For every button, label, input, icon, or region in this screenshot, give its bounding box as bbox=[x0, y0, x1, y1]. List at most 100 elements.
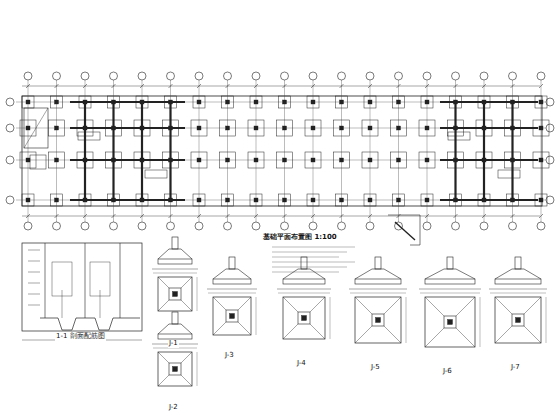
drawing-stroke bbox=[90, 262, 110, 296]
drawing-stroke bbox=[277, 120, 293, 136]
drawing-stroke bbox=[340, 84, 344, 88]
drawing-stroke bbox=[112, 198, 116, 202]
drawing-stroke bbox=[397, 214, 401, 218]
drawing-stroke bbox=[26, 126, 30, 130]
drawing-stroke bbox=[533, 152, 549, 168]
drawing-stroke bbox=[229, 257, 235, 269]
drawing-stroke bbox=[478, 194, 490, 206]
drawing-stroke bbox=[279, 96, 291, 108]
drawing-stroke bbox=[395, 222, 415, 240]
axis-bubble bbox=[224, 72, 232, 80]
axis-bubble bbox=[252, 72, 260, 80]
drawing-stroke bbox=[106, 152, 122, 168]
drawing-stroke bbox=[283, 84, 287, 88]
drawing-stroke bbox=[272, 267, 347, 268]
drawing-stroke bbox=[83, 158, 87, 162]
drawing-stroke bbox=[444, 316, 456, 328]
drawing-stroke bbox=[220, 120, 236, 136]
drawing-stroke bbox=[26, 84, 30, 88]
drawing-stroke bbox=[28, 294, 40, 295]
drawing-stroke bbox=[173, 367, 178, 372]
drawing-stroke bbox=[524, 326, 541, 343]
drawing-stroke bbox=[16, 160, 548, 161]
drawing-stroke bbox=[26, 198, 30, 202]
drawing-stroke bbox=[158, 324, 192, 334]
drawing-stroke bbox=[22, 243, 142, 331]
drawing-stroke bbox=[355, 297, 401, 343]
drawing-stroke bbox=[165, 96, 177, 108]
drawing-stroke bbox=[49, 152, 65, 168]
drawing-stroke bbox=[272, 252, 347, 253]
drawing-stroke bbox=[250, 194, 262, 206]
drawing-stroke bbox=[355, 279, 401, 284]
drawing-stroke bbox=[283, 158, 287, 162]
drawing-stroke bbox=[376, 318, 381, 323]
drawing-stroke bbox=[278, 293, 330, 294]
drawing-stroke bbox=[163, 120, 179, 136]
drawing-stroke bbox=[158, 300, 169, 311]
drawing-stroke bbox=[181, 300, 192, 311]
drawing-stroke bbox=[226, 84, 230, 88]
axis-bubble bbox=[537, 222, 545, 230]
drawing-stroke bbox=[51, 96, 63, 108]
drawing-stroke bbox=[108, 96, 120, 108]
axis-bubble bbox=[452, 222, 460, 230]
drawing-stroke bbox=[483, 100, 485, 202]
axis-bubble bbox=[509, 222, 517, 230]
drawing-stroke bbox=[197, 214, 201, 218]
drawing-stroke bbox=[454, 84, 458, 88]
axis-bubble bbox=[395, 72, 403, 80]
drawing-stroke bbox=[334, 152, 350, 168]
drawing-stroke bbox=[22, 96, 542, 206]
drawing-stroke bbox=[52, 262, 72, 296]
drawing-stroke bbox=[22, 86, 540, 87]
drawing-stroke bbox=[230, 314, 235, 319]
axis-bubble bbox=[6, 156, 14, 164]
drawing-stroke bbox=[283, 126, 287, 130]
drawing-stroke bbox=[238, 322, 251, 335]
axis-bubble bbox=[53, 222, 61, 230]
drawing-stroke bbox=[425, 198, 429, 202]
drawing-stroke bbox=[364, 96, 376, 108]
detail-label: J-4 bbox=[296, 360, 307, 368]
drawing-stroke bbox=[393, 96, 405, 108]
axis-bubble bbox=[537, 72, 545, 80]
drawing-stroke bbox=[77, 152, 93, 168]
drawing-stroke bbox=[55, 198, 59, 202]
drawing-stroke bbox=[507, 96, 519, 108]
drawing-stroke bbox=[539, 126, 543, 130]
drawing-stroke bbox=[440, 101, 538, 103]
drawing-stroke bbox=[165, 194, 177, 206]
drawing-stroke bbox=[70, 199, 185, 201]
drawing-stroke bbox=[340, 158, 344, 162]
drawing-stroke bbox=[448, 152, 464, 168]
drawing-stroke bbox=[45, 243, 46, 318]
drawing-stroke bbox=[158, 249, 192, 259]
drawing-stroke bbox=[311, 214, 315, 218]
axis-bubble bbox=[281, 72, 289, 80]
drawing-stroke bbox=[419, 289, 481, 290]
drawing-stroke bbox=[70, 127, 185, 129]
drawing-stroke bbox=[172, 312, 178, 324]
axis-bubble bbox=[509, 72, 517, 80]
axis-bubble bbox=[546, 156, 554, 164]
drawing-stroke bbox=[141, 100, 143, 202]
drawing-stroke bbox=[511, 100, 515, 104]
drawing-stroke bbox=[140, 158, 144, 162]
drawing-stroke bbox=[26, 214, 30, 218]
drawing-stroke bbox=[106, 120, 122, 136]
drawing-stroke bbox=[193, 194, 205, 206]
drawing-stroke bbox=[55, 214, 59, 218]
drawing-stroke bbox=[447, 257, 453, 269]
drawing-stroke bbox=[83, 126, 87, 130]
drawing-stroke bbox=[28, 272, 40, 273]
drawing-stroke bbox=[516, 318, 521, 323]
drawing-stroke bbox=[310, 324, 325, 339]
drawing-stroke bbox=[254, 158, 258, 162]
axis-bubble bbox=[423, 72, 431, 80]
drawing-stroke bbox=[511, 126, 515, 130]
drawing-stroke bbox=[425, 297, 475, 347]
drawing-stroke bbox=[181, 352, 192, 363]
drawing-stroke bbox=[388, 215, 420, 245]
